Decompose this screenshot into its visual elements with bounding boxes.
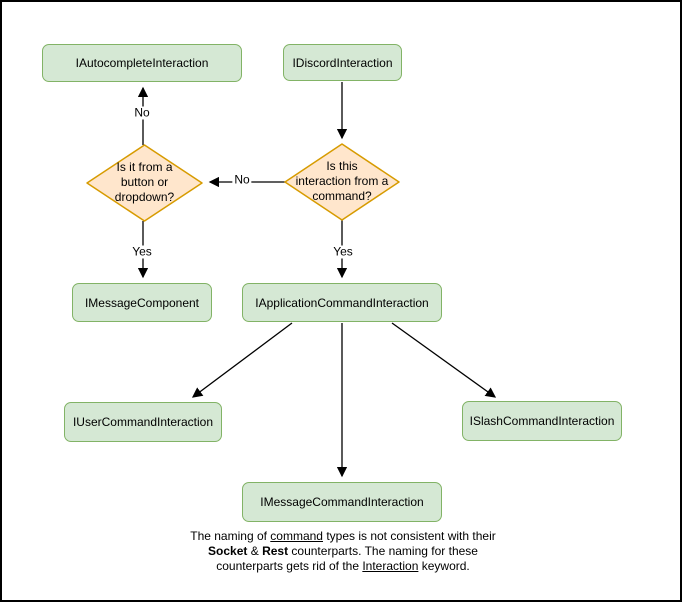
decision-line: command?	[312, 189, 372, 203]
node-label: IUserCommandInteraction	[72, 415, 214, 429]
decision-label-button-dropdown: Is it from a button or dropdown?	[94, 160, 195, 205]
node-user-command-interaction: IUserCommandInteraction	[64, 402, 222, 442]
decision-line: Is this	[326, 159, 358, 173]
node-autocomplete-interaction: IAutocompleteInteraction	[42, 44, 242, 82]
note-text-underlined: command	[270, 529, 323, 543]
naming-note: The naming of command types is not consi…	[123, 529, 563, 574]
node-label: IAutocompleteInteraction	[75, 56, 209, 70]
edge-label-yes-right: Yes	[331, 244, 355, 259]
decision-line: button or	[120, 175, 169, 189]
node-label: IDiscordInteraction	[292, 55, 393, 70]
edge-label-no-up: No	[132, 105, 152, 120]
node-label: IMessageComponent	[84, 295, 200, 310]
decision-diamond-from-command	[284, 143, 400, 221]
note-line-3: counterparts gets rid of the Interaction…	[123, 559, 563, 574]
edge-label-yes-left: Yes	[130, 244, 154, 259]
decision-line: interaction from a	[295, 174, 389, 188]
note-text: The naming of	[190, 529, 271, 543]
node-label: IMessageCommandInteraction	[260, 495, 424, 509]
note-text: counterparts. The naming for these	[288, 544, 478, 558]
decision-line: dropdown?	[114, 190, 175, 204]
note-text: keyword.	[418, 559, 470, 573]
edge-label-no-left: No	[232, 172, 252, 187]
note-line-1: The naming of command types is not consi…	[123, 529, 563, 544]
node-message-component: IMessageComponent	[72, 283, 212, 322]
note-text-bold: Rest	[262, 544, 289, 558]
node-application-command-interaction: IApplicationCommandInteraction	[242, 283, 442, 322]
decision-diamond-button-dropdown	[86, 144, 203, 222]
node-discord-interaction: IDiscordInteraction	[283, 44, 402, 81]
node-message-command-interaction: IMessageCommandInteraction	[242, 482, 442, 522]
note-text: counterparts gets rid of the	[216, 559, 363, 573]
note-text-underlined: Interaction	[362, 559, 419, 573]
note-line-2: Socket & Rest counterparts. The naming f…	[123, 544, 563, 559]
edge-application-to-slash-command	[391, 322, 497, 398]
edge-application-to-user-command	[191, 322, 293, 398]
decision-label-from-command: Is this interaction from a command?	[289, 159, 395, 204]
note-text-bold: Socket	[208, 544, 248, 558]
node-slash-command-interaction: ISlashCommandInteraction	[462, 401, 622, 441]
node-label: IApplicationCommandInteraction	[255, 295, 429, 310]
node-label: ISlashCommandInteraction	[469, 414, 615, 428]
note-text: types is not consistent with their	[322, 529, 496, 543]
note-text: &	[247, 544, 263, 558]
decision-line: Is it from a	[116, 160, 173, 174]
